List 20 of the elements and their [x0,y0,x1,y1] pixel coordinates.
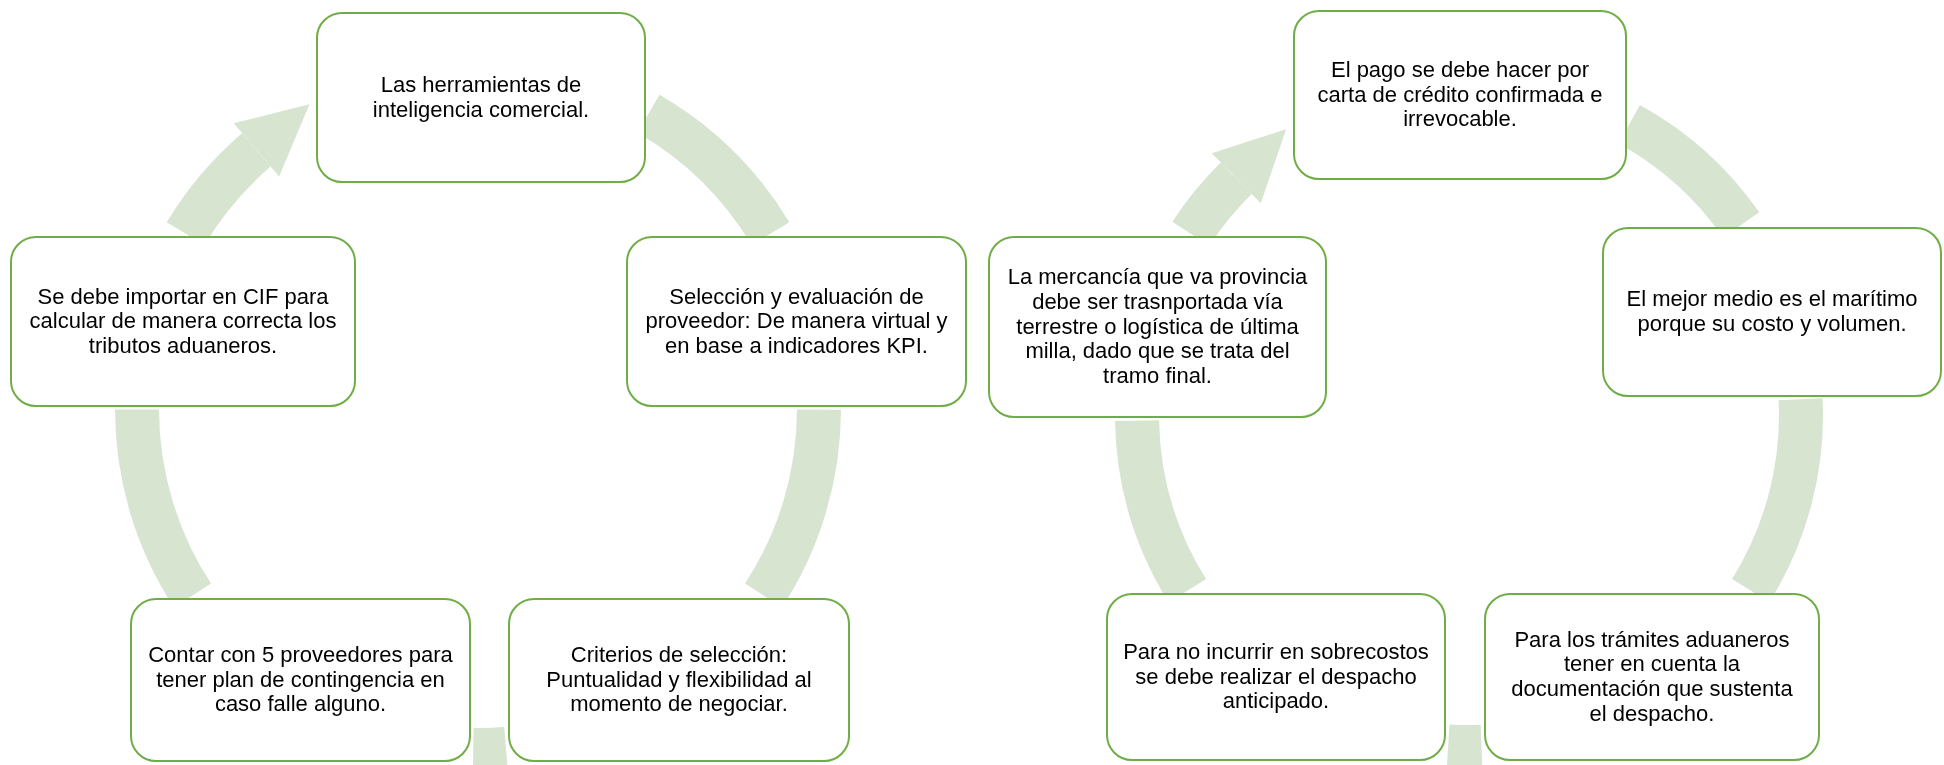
process-box [508,598,850,762]
process-box [130,598,471,762]
box-text: La mercancía que va provincia debe ser trasnportada vía terrestre o logística de última milla, dado que se trata del tramo final. [1006,265,1309,389]
box-text: Criterios de selección: Puntualidad y flexibilidad al momento de negociar. [545,643,813,717]
process-box [626,236,967,407]
box-text: Se debe importar en CIF para calcular de manera correcta los tributos aduaneros. [28,284,338,359]
process-box [1293,10,1627,180]
process-box [10,236,356,407]
box-text: El mejor medio es el marítimo porque su costo y volumen. [1625,287,1919,337]
box-text: Contar con 5 proveedores para tener plan de contingencia en caso falle alguno. [147,643,454,717]
process-box [1484,593,1820,761]
box-text: Para no incurrir en sobrecostos se debe realizar el despacho anticipado. [1122,640,1430,714]
box-text: Para los trámites aduaneros tener en cuenta la documentación que sustenta el despacho. [1510,627,1794,727]
process-box [316,12,646,183]
process-box [1106,593,1446,761]
process-box [1602,227,1942,397]
box-text: Selección y evaluación de proveedor: De manera virtual y en base a indicadores KPI. [644,284,949,359]
box-text: El pago se debe hacer por carta de crédito confirmada e irrevocable. [1316,58,1604,132]
process-box [988,236,1327,418]
box-text: Las herramientas de inteligencia comercial. [371,72,591,123]
